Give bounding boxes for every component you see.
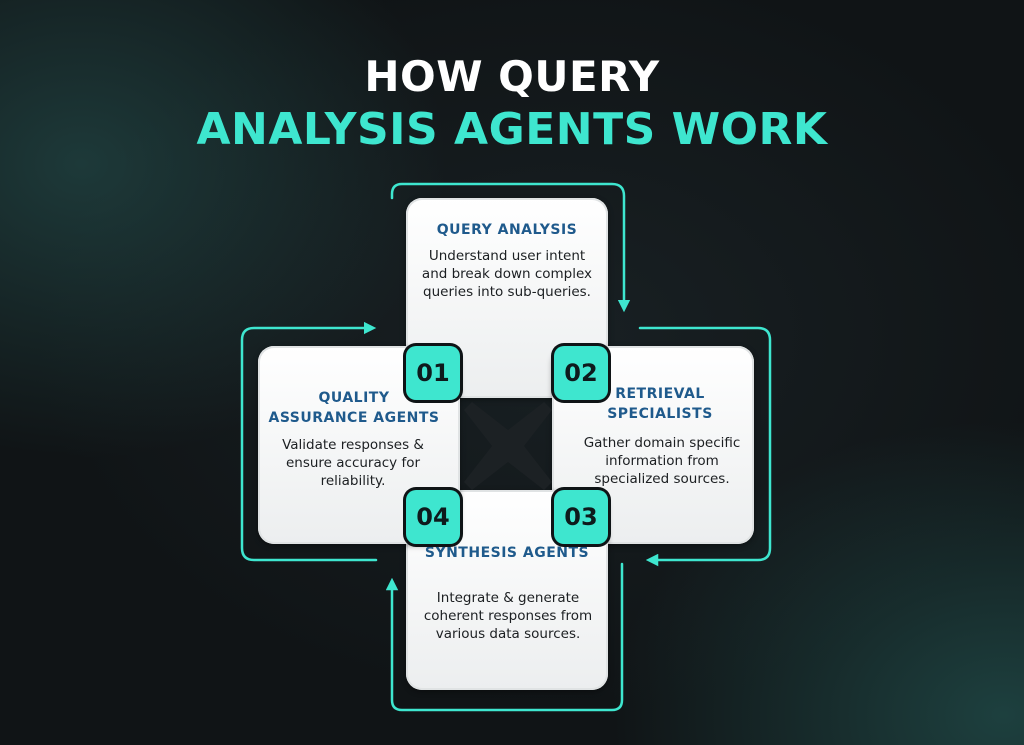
step-1-description: Understand user intent and break down co… [421,248,593,300]
step-4-description: Validate responses & ensure accuracy for… [282,437,424,489]
step-2-description: Gather domain specific information from … [583,435,741,487]
arrow-top-right [390,182,631,313]
step-2-number-badge: 02 [554,346,608,400]
arrow-left-up [240,321,378,562]
center-cross-connector [464,402,552,490]
step-3-description: Integrate & generate coherent responses … [423,590,593,642]
step-1-heading: QUERY ANALYSIS [436,222,578,238]
arrow-bottom-left [385,562,624,712]
arrow-right-down [638,326,772,567]
step-2-heading: RETRIEVAL SPECIALISTS [607,386,713,422]
step-3-heading: SYNTHESIS AGENTS [424,545,590,561]
step-4-number-badge: 04 [406,490,460,544]
title-line-2: ANALYSIS AGENTS WORK [196,104,828,155]
step-3-number-badge: 03 [554,490,608,544]
step-1-number-badge: 01 [406,346,460,400]
step-4-heading: QUALITY ASSURANCE AGENTS [268,390,440,426]
title-line-1: HOW QUERY [364,52,660,101]
